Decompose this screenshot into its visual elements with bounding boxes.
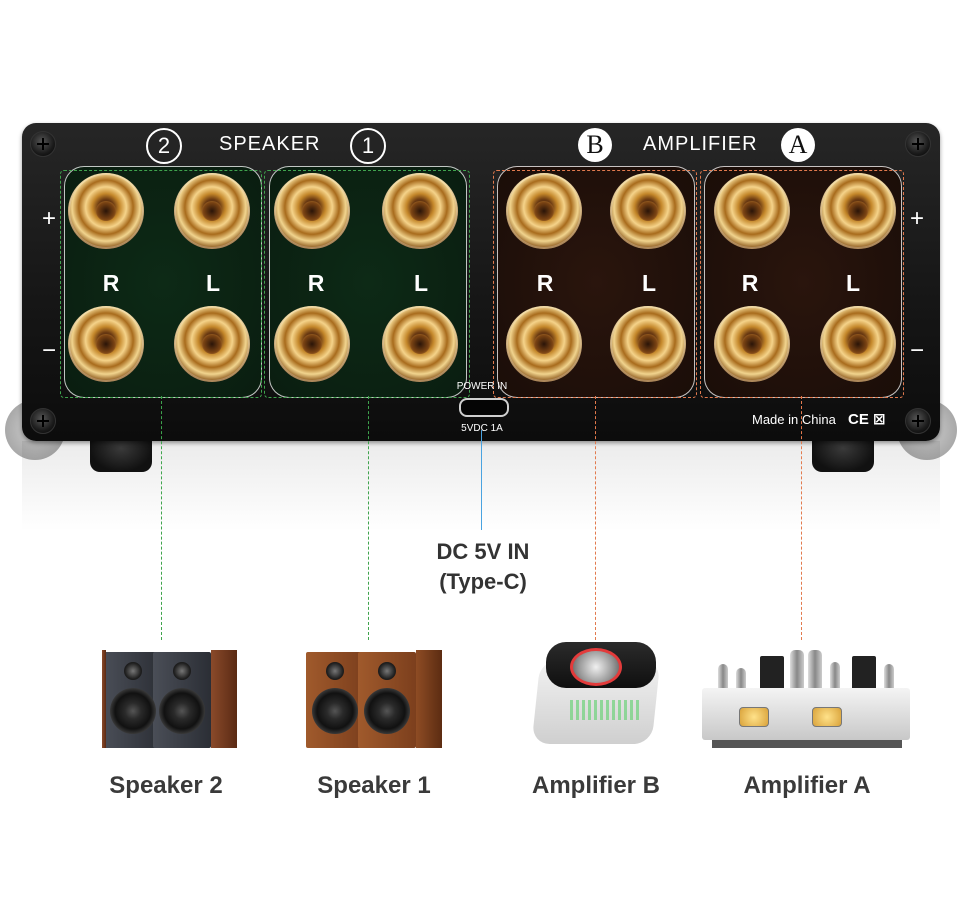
amplifier-b-letter: B [578, 128, 612, 162]
binding-post[interactable] [68, 173, 144, 249]
amplifier-b-guide-line [595, 396, 596, 640]
amplifier-header: AMPLIFIER [643, 133, 758, 155]
right-channel-label: R [741, 270, 759, 296]
binding-post[interactable] [274, 306, 350, 382]
left-channel-label: L [845, 270, 861, 296]
amplifier-a-chassis [702, 688, 910, 740]
binding-post[interactable] [174, 173, 250, 249]
left-channel-label: L [641, 270, 657, 296]
dc-input-line2: (Type-C) [439, 569, 527, 594]
speaker-2-number: 2 [146, 128, 182, 164]
plus-sign: + [41, 205, 56, 232]
woofer-icon [110, 688, 156, 734]
transformer [852, 656, 876, 690]
right-channel-label: R [102, 270, 120, 296]
vacuum-tube [808, 650, 822, 690]
binding-post[interactable] [610, 306, 686, 382]
binding-post[interactable] [68, 306, 144, 382]
vacuum-tube [884, 664, 894, 690]
left-channel-label: L [413, 270, 429, 296]
amplifier-a-outline [700, 170, 904, 398]
binding-post[interactable] [714, 173, 790, 249]
speaker-cabinet-edge [102, 650, 106, 748]
tweeter-icon [326, 662, 344, 680]
device-label-amplifier-b: Amplifier B [531, 772, 660, 799]
tweeter-icon [124, 662, 142, 680]
transformer [760, 656, 784, 690]
vacuum-tube [736, 668, 746, 690]
binding-post[interactable] [714, 306, 790, 382]
right-foot [812, 438, 874, 472]
right-channel-label: R [536, 270, 554, 296]
vacuum-tube [790, 650, 804, 690]
speaker-1-number: 1 [350, 128, 386, 164]
speaker-cabinet-side [211, 650, 237, 748]
vacuum-tube [718, 664, 728, 690]
binding-post[interactable] [382, 306, 458, 382]
binding-post[interactable] [820, 173, 896, 249]
right-channel-label: R [307, 270, 325, 296]
speaker-cabinet-side [416, 650, 442, 748]
usb-c-port[interactable] [459, 398, 509, 417]
vu-meter-icon [739, 707, 769, 727]
device-label-amplifier-a: Amplifier A [743, 772, 871, 799]
binding-post[interactable] [610, 173, 686, 249]
speaker-1-outline [264, 170, 470, 398]
amplifier-a-guide-line [801, 396, 802, 640]
made-in-label: Made in China [752, 412, 836, 427]
device-label-speaker-2: Speaker 2 [109, 772, 223, 799]
screw-icon [30, 408, 56, 434]
binding-post[interactable] [174, 306, 250, 382]
binding-post[interactable] [274, 173, 350, 249]
speaker-2-guide-line [161, 396, 162, 640]
amplifier-a-base [712, 740, 902, 748]
power-in-label: POWER IN [456, 381, 508, 392]
left-foot [90, 438, 152, 472]
binding-post[interactable] [506, 173, 582, 249]
vacuum-tube [830, 662, 840, 690]
woofer-icon [364, 688, 410, 734]
power-rating-label: 5VDC 1A [461, 423, 503, 434]
vu-meter-icon [812, 707, 842, 727]
dc-input-line1: DC 5V IN [436, 539, 530, 564]
screw-icon [30, 131, 56, 157]
device-label-speaker-1: Speaker 1 [317, 772, 431, 799]
plus-sign: + [909, 205, 924, 232]
tweeter-icon [173, 662, 191, 680]
binding-post[interactable] [506, 306, 582, 382]
speaker-header: SPEAKER [219, 133, 321, 155]
amplifier-a-letter: A [781, 128, 815, 162]
certification-marks: CE ⊠ [848, 411, 886, 428]
left-channel-label: L [205, 270, 221, 296]
volume-knob-icon [570, 648, 622, 686]
screw-icon [905, 131, 931, 157]
minus-sign: − [41, 337, 56, 364]
level-lights [570, 700, 640, 720]
power-guide-line [481, 430, 482, 530]
dc-input-label: DC 5V IN (Type-C) [418, 537, 548, 597]
tweeter-icon [378, 662, 396, 680]
woofer-icon [159, 688, 205, 734]
minus-sign: − [909, 337, 924, 364]
woofer-icon [312, 688, 358, 734]
binding-post[interactable] [382, 173, 458, 249]
screw-icon [905, 408, 931, 434]
binding-post[interactable] [820, 306, 896, 382]
speaker-1-guide-line [368, 396, 369, 640]
